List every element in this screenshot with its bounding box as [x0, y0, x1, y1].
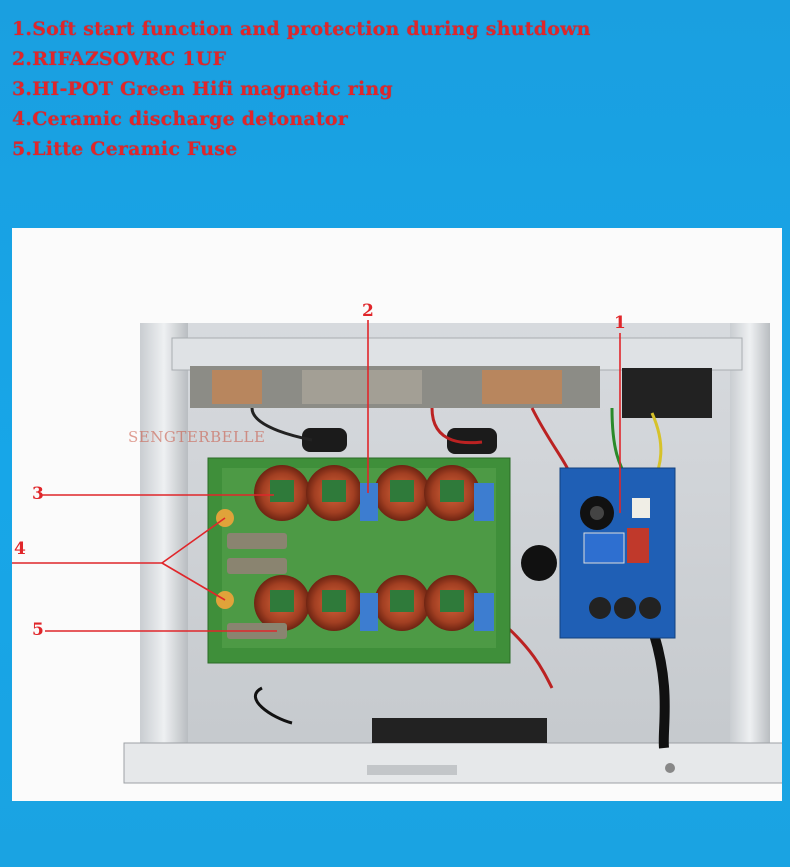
- coil-top-2: [306, 465, 362, 521]
- product-photo: SENGTERBELLE 1 2 3 4 5: [12, 228, 782, 801]
- feature-item-ceramic-fuse: 5.Litte Ceramic Fuse: [12, 138, 238, 160]
- feature-item-capacitor: 2.RIFAZSOVRC 1UF: [12, 48, 227, 70]
- callout-line-4b: [161, 562, 226, 601]
- terminal-strip: [190, 366, 712, 418]
- coil-top-3: [374, 465, 430, 521]
- feature-item-magnetic-ring: 3.HI-POT Green Hifi magnetic ring: [12, 78, 393, 100]
- ferrite-cores: [302, 428, 497, 454]
- coil-top-1: [254, 465, 310, 521]
- coil-bottom-3: [374, 575, 430, 631]
- feature-list: 1.Soft start function and protection dur…: [12, 14, 591, 164]
- soft-start-board: [521, 467, 676, 639]
- feature-item-soft-start: 1.Soft start function and protection dur…: [12, 18, 591, 40]
- coil-bottom-4: [424, 575, 480, 631]
- callout-label-1: 1: [614, 313, 626, 333]
- callout-lines: [12, 320, 621, 632]
- magnetic-rings: [254, 465, 480, 631]
- feature-item-discharge-detonator: 4.Ceramic discharge detonator: [12, 108, 348, 130]
- callout-label-3: 3: [32, 484, 44, 504]
- callout-line-4a: [161, 517, 226, 564]
- capacitors: [360, 483, 494, 631]
- coil-bottom-2: [306, 575, 362, 631]
- callout-label-5: 5: [32, 620, 44, 640]
- watermark: SENGTERBELLE: [128, 428, 266, 446]
- coil-top-4: [424, 465, 480, 521]
- callout-label-2: 2: [362, 301, 374, 321]
- callout-label-4: 4: [14, 539, 26, 559]
- chassis-illustration: [12, 320, 782, 784]
- coil-bottom-1: [254, 575, 310, 631]
